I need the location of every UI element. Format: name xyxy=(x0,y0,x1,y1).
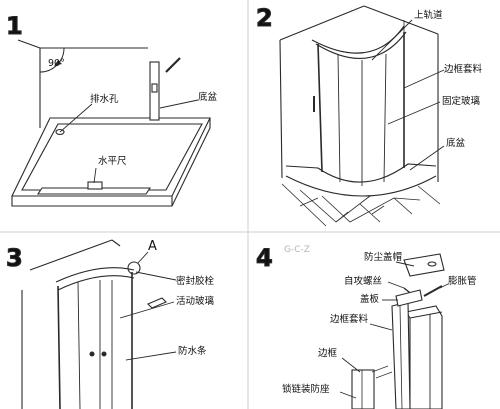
drain-hole-label: 排水孔 xyxy=(90,93,119,105)
fixed-glass-label: 固定玻璃 xyxy=(442,95,480,107)
waterproof-strip-label: 防水条 xyxy=(178,345,207,357)
floor-tiles xyxy=(281,183,441,227)
panel-2: 2 xyxy=(255,3,483,227)
panel-1: 1 90° 排水孔 底盆 水平尺 xyxy=(5,11,218,207)
side-frame-label: 边框 xyxy=(318,347,338,359)
top-rail-label: 上轨道 xyxy=(414,9,443,21)
dust-cap-label: 防尘盖帽 xyxy=(364,251,402,263)
panel-1-number: 1 xyxy=(6,12,23,40)
expansion-tube-label: 膨胀管 xyxy=(448,275,477,287)
base-tray-label-2: 底盆 xyxy=(446,137,466,149)
sliding-glass-label: 活动玻璃 xyxy=(176,295,214,307)
sealant-label: 密封胶栓 xyxy=(176,275,215,287)
frame-sleeve-label-2: 边框套料 xyxy=(444,63,483,75)
callout-a: A xyxy=(148,239,157,254)
frame-sleeve-label-4: 边框套料 xyxy=(330,313,369,325)
panel-4-faded-mark: G-C-Z xyxy=(284,245,310,255)
panel-3: 3 A 密封胶栓 活动玻璃 防水条 xyxy=(5,239,215,409)
self-tapping-screw-label: 自攻螺丝 xyxy=(344,275,382,287)
cover-plate-label: 盖板 xyxy=(360,293,380,305)
panel-2-number: 2 xyxy=(256,4,273,32)
panel-3-number: 3 xyxy=(6,244,23,272)
level-label: 水平尺 xyxy=(98,155,127,167)
anti-slip-seat-label: 锁链装防座 xyxy=(282,383,330,395)
panel-4: 4 G-C-Z 防尘盖帽 自攻螺丝 xyxy=(255,243,477,409)
base-tray-label-1: 底盆 xyxy=(198,91,218,103)
panel-4-number: 4 xyxy=(256,244,273,272)
angle-label: 90° xyxy=(48,58,65,69)
